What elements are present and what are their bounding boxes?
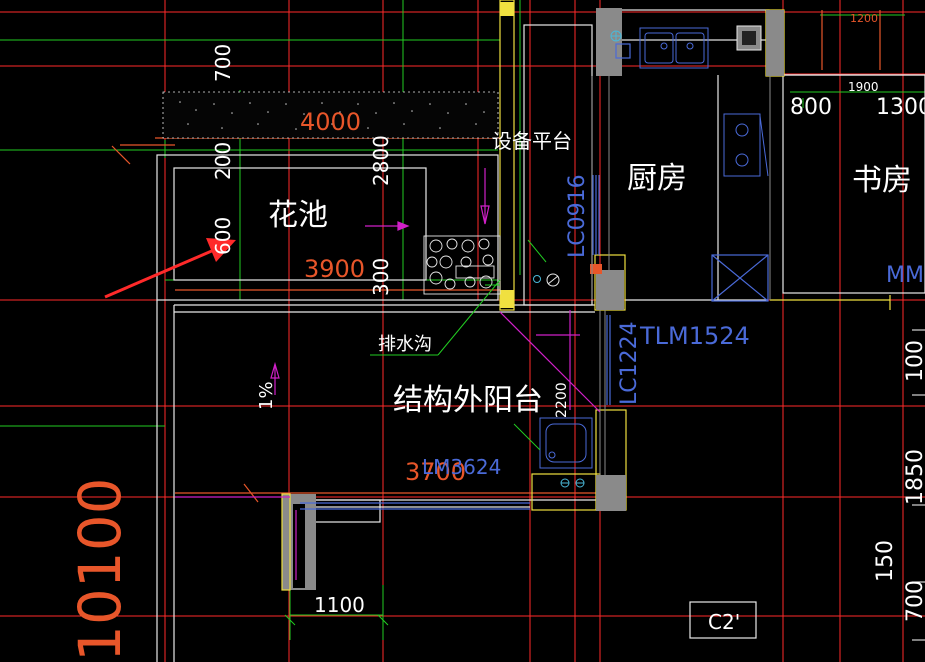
column-fill-yellow bbox=[500, 290, 514, 308]
column-outline-yellow bbox=[281, 493, 291, 591]
window-lines bbox=[300, 43, 769, 510]
sink-basin bbox=[644, 32, 674, 64]
dim-text-1300: 1300 bbox=[876, 95, 925, 120]
pipe-circle bbox=[546, 273, 560, 287]
room-label-flower-bed: 花池 bbox=[268, 198, 328, 233]
leader-line bbox=[437, 279, 501, 356]
room-label-equipment-platform: 设备平台 bbox=[492, 129, 572, 153]
dim-text-700: 700 bbox=[211, 44, 235, 82]
column-fill-gray bbox=[596, 270, 624, 310]
dim-text-1850: 1850 bbox=[903, 449, 925, 505]
c2-tag-box bbox=[689, 601, 757, 639]
basin-bowl bbox=[545, 423, 587, 463]
leader-line bbox=[499, 311, 601, 413]
dim-text-1200: 1200 bbox=[850, 12, 878, 25]
window-label-lc0916: LC0916 bbox=[565, 174, 590, 258]
kitchen-walls bbox=[591, 76, 771, 500]
dim-text-1100: 1100 bbox=[314, 593, 365, 617]
dim-text-2200: 2200 bbox=[554, 382, 570, 418]
fridge-diagonal bbox=[711, 254, 769, 302]
dim-text-1900: 1900 bbox=[848, 80, 879, 94]
dim-text-2800: 2800 bbox=[369, 135, 393, 186]
column-fill-gray bbox=[596, 8, 622, 76]
walls bbox=[156, 9, 925, 662]
slope-text: 1% bbox=[256, 381, 277, 410]
flower-bed-hatch bbox=[162, 91, 499, 139]
dim-tick bbox=[243, 483, 259, 503]
dim-text-300: 300 bbox=[369, 258, 393, 296]
burner bbox=[735, 123, 749, 137]
column-fill-yellow bbox=[500, 2, 514, 16]
dim-text-10100: 10100 bbox=[66, 477, 134, 662]
door-label-mm: MM bbox=[886, 263, 924, 288]
appliance-icon bbox=[736, 25, 762, 51]
dim-text-200: 200 bbox=[211, 142, 235, 180]
leader-line bbox=[527, 239, 547, 263]
window-label-lc1224: LC1224 bbox=[617, 321, 642, 405]
drain-circle bbox=[533, 275, 541, 283]
appliance-inner bbox=[742, 31, 756, 45]
sink-drain bbox=[660, 42, 668, 50]
slope-arrow bbox=[397, 221, 410, 231]
stove-frame bbox=[723, 113, 761, 177]
right-edge-ticks bbox=[912, 329, 925, 641]
red-arrow-icon bbox=[104, 238, 236, 299]
basin-frame bbox=[539, 417, 593, 469]
floor-drain-icon bbox=[533, 30, 622, 488]
room-label-external-balcony: 结构外阳台 bbox=[393, 383, 543, 418]
sink-drain bbox=[686, 42, 694, 50]
basin-icon bbox=[539, 417, 593, 469]
column-outline bbox=[499, 0, 515, 311]
basin-drain bbox=[548, 451, 556, 459]
column-fill-gray bbox=[766, 10, 784, 76]
dim-text-100: 100 bbox=[903, 340, 925, 382]
dim-tick bbox=[284, 614, 296, 626]
dim-text-4000: 4000 bbox=[300, 108, 361, 136]
gravel-inner bbox=[455, 265, 495, 279]
dim-text-700-right: 700 bbox=[903, 580, 925, 622]
arrow-head bbox=[206, 238, 236, 262]
fixture-box bbox=[615, 43, 631, 59]
room-label-kitchen: 厨房 bbox=[627, 161, 687, 196]
sink-frame bbox=[639, 27, 709, 69]
column-fill-gray bbox=[596, 475, 626, 511]
stove-icon bbox=[723, 113, 769, 177]
hood-line bbox=[759, 115, 769, 177]
dim-text-3900: 3900 bbox=[304, 255, 365, 283]
column-hollow bbox=[293, 504, 305, 588]
dim-text-800: 800 bbox=[790, 95, 832, 120]
room-label-study: 书房 bbox=[852, 163, 912, 198]
tag-c2: C2' bbox=[708, 610, 740, 634]
double-sink-icon bbox=[639, 27, 709, 69]
leader-lines bbox=[370, 239, 547, 451]
slope-arrow bbox=[480, 205, 490, 225]
dim-text-3700: 3700 bbox=[405, 458, 466, 486]
flower-bed-outline bbox=[156, 154, 499, 301]
gravel-pattern bbox=[423, 235, 501, 295]
leader-line bbox=[513, 423, 541, 451]
gravel-box bbox=[423, 235, 501, 295]
pipe-hatch bbox=[547, 275, 559, 285]
dim-tick bbox=[111, 145, 131, 165]
sink-basin bbox=[675, 32, 705, 64]
flower-bed-inner bbox=[173, 167, 427, 281]
room-label-drain-channel: 排水沟 bbox=[378, 334, 432, 355]
slope-markers bbox=[175, 168, 601, 580]
dim-tick bbox=[377, 614, 389, 626]
pipe-icon bbox=[546, 273, 560, 287]
slope-arrow bbox=[270, 361, 280, 379]
fridge-box bbox=[711, 254, 769, 302]
door-label-lm3624: LM3624 bbox=[422, 455, 501, 479]
dim-text-150: 150 bbox=[873, 540, 898, 582]
door-label-tlm1524: TLM1524 bbox=[639, 322, 750, 350]
hatch-band bbox=[162, 91, 499, 139]
dim-text-600: 600 bbox=[211, 217, 235, 255]
pipe-marker bbox=[590, 264, 602, 274]
burner bbox=[735, 153, 749, 167]
arrow-shaft bbox=[104, 248, 215, 299]
